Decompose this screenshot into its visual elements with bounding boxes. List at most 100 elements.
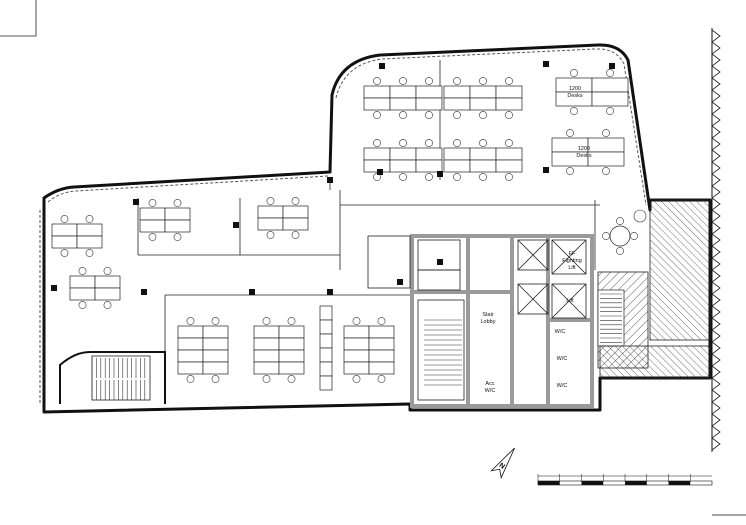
desk bbox=[368, 349, 395, 363]
desk bbox=[319, 347, 333, 363]
desk bbox=[253, 349, 280, 363]
desk bbox=[415, 85, 443, 99]
desk-label-1200-a: 1200 bbox=[569, 86, 581, 92]
lift-shafts bbox=[417, 239, 587, 319]
chair bbox=[377, 317, 386, 325]
svg-text:Lift: Lift bbox=[568, 265, 576, 271]
hatched-area-south bbox=[599, 345, 711, 379]
column bbox=[233, 222, 239, 228]
desk bbox=[253, 325, 280, 339]
chair bbox=[377, 375, 386, 383]
chair bbox=[399, 111, 407, 119]
chair bbox=[291, 231, 300, 239]
chair bbox=[453, 77, 461, 85]
chair bbox=[453, 139, 461, 147]
column bbox=[327, 289, 333, 295]
desk bbox=[253, 337, 280, 351]
desk bbox=[319, 375, 333, 391]
chair bbox=[453, 111, 461, 119]
desk bbox=[368, 361, 395, 375]
column bbox=[51, 285, 57, 291]
chair bbox=[291, 197, 300, 205]
chair bbox=[570, 69, 578, 77]
desk bbox=[368, 337, 395, 351]
desk bbox=[443, 147, 471, 161]
svg-text:N: N bbox=[498, 462, 506, 471]
desk bbox=[363, 97, 391, 111]
desk bbox=[76, 235, 103, 249]
desk bbox=[319, 333, 333, 349]
svg-text:W/C: W/C bbox=[485, 388, 496, 394]
north-arrow: N bbox=[490, 447, 515, 479]
chair bbox=[602, 167, 610, 175]
desk bbox=[469, 147, 497, 161]
chair bbox=[399, 173, 407, 181]
boundary-wall-right bbox=[711, 28, 721, 452]
chair bbox=[505, 77, 513, 85]
column bbox=[437, 259, 443, 265]
desk bbox=[177, 325, 204, 339]
chair bbox=[570, 107, 578, 115]
chair bbox=[453, 173, 461, 181]
desk bbox=[139, 207, 166, 221]
chair bbox=[352, 375, 361, 383]
chair bbox=[211, 375, 220, 383]
chair bbox=[287, 317, 296, 325]
chair bbox=[606, 69, 614, 77]
desk bbox=[278, 337, 305, 351]
scale-bar bbox=[537, 474, 713, 486]
desk bbox=[278, 361, 305, 375]
chair bbox=[505, 139, 513, 147]
chair bbox=[425, 139, 433, 147]
desk bbox=[591, 77, 629, 93]
chair bbox=[211, 317, 220, 325]
desk bbox=[282, 205, 309, 219]
svg-text:Lobby: Lobby bbox=[481, 319, 496, 325]
svg-text:Desks: Desks bbox=[576, 153, 592, 159]
desk bbox=[469, 159, 497, 173]
chair bbox=[60, 249, 69, 257]
desk bbox=[202, 349, 229, 363]
desk bbox=[495, 85, 523, 99]
desk bbox=[389, 97, 417, 111]
chair bbox=[60, 215, 69, 223]
chair bbox=[148, 199, 157, 207]
desk bbox=[319, 361, 333, 377]
chair bbox=[479, 173, 487, 181]
lift-label: Lift bbox=[566, 298, 574, 304]
svg-text:Desks: Desks bbox=[567, 93, 583, 99]
desk bbox=[202, 325, 229, 339]
chair bbox=[373, 139, 381, 147]
column bbox=[543, 167, 549, 173]
desk bbox=[415, 147, 443, 161]
desk bbox=[319, 305, 333, 321]
desk bbox=[389, 159, 417, 173]
desk bbox=[202, 361, 229, 375]
column bbox=[609, 63, 615, 69]
desk bbox=[415, 97, 443, 111]
desk bbox=[343, 337, 370, 351]
desk bbox=[257, 205, 284, 219]
desk bbox=[343, 325, 370, 339]
chair bbox=[262, 317, 271, 325]
chair bbox=[425, 77, 433, 85]
column bbox=[377, 169, 383, 175]
chair bbox=[262, 375, 271, 383]
workstation-clusters bbox=[51, 69, 647, 391]
chair bbox=[606, 107, 614, 115]
desk bbox=[587, 151, 625, 167]
desk bbox=[389, 85, 417, 99]
desk bbox=[368, 325, 395, 339]
chair bbox=[352, 317, 361, 325]
desk bbox=[257, 217, 284, 231]
desk bbox=[495, 159, 523, 173]
acc-wc-label: Acc bbox=[485, 381, 494, 387]
desk bbox=[51, 223, 78, 237]
structural-columns bbox=[51, 61, 615, 295]
chair bbox=[173, 199, 182, 207]
wc-label-3: W/C bbox=[557, 383, 568, 389]
desk bbox=[177, 349, 204, 363]
wc-label-1: W/C bbox=[555, 329, 566, 335]
chair bbox=[78, 267, 87, 275]
